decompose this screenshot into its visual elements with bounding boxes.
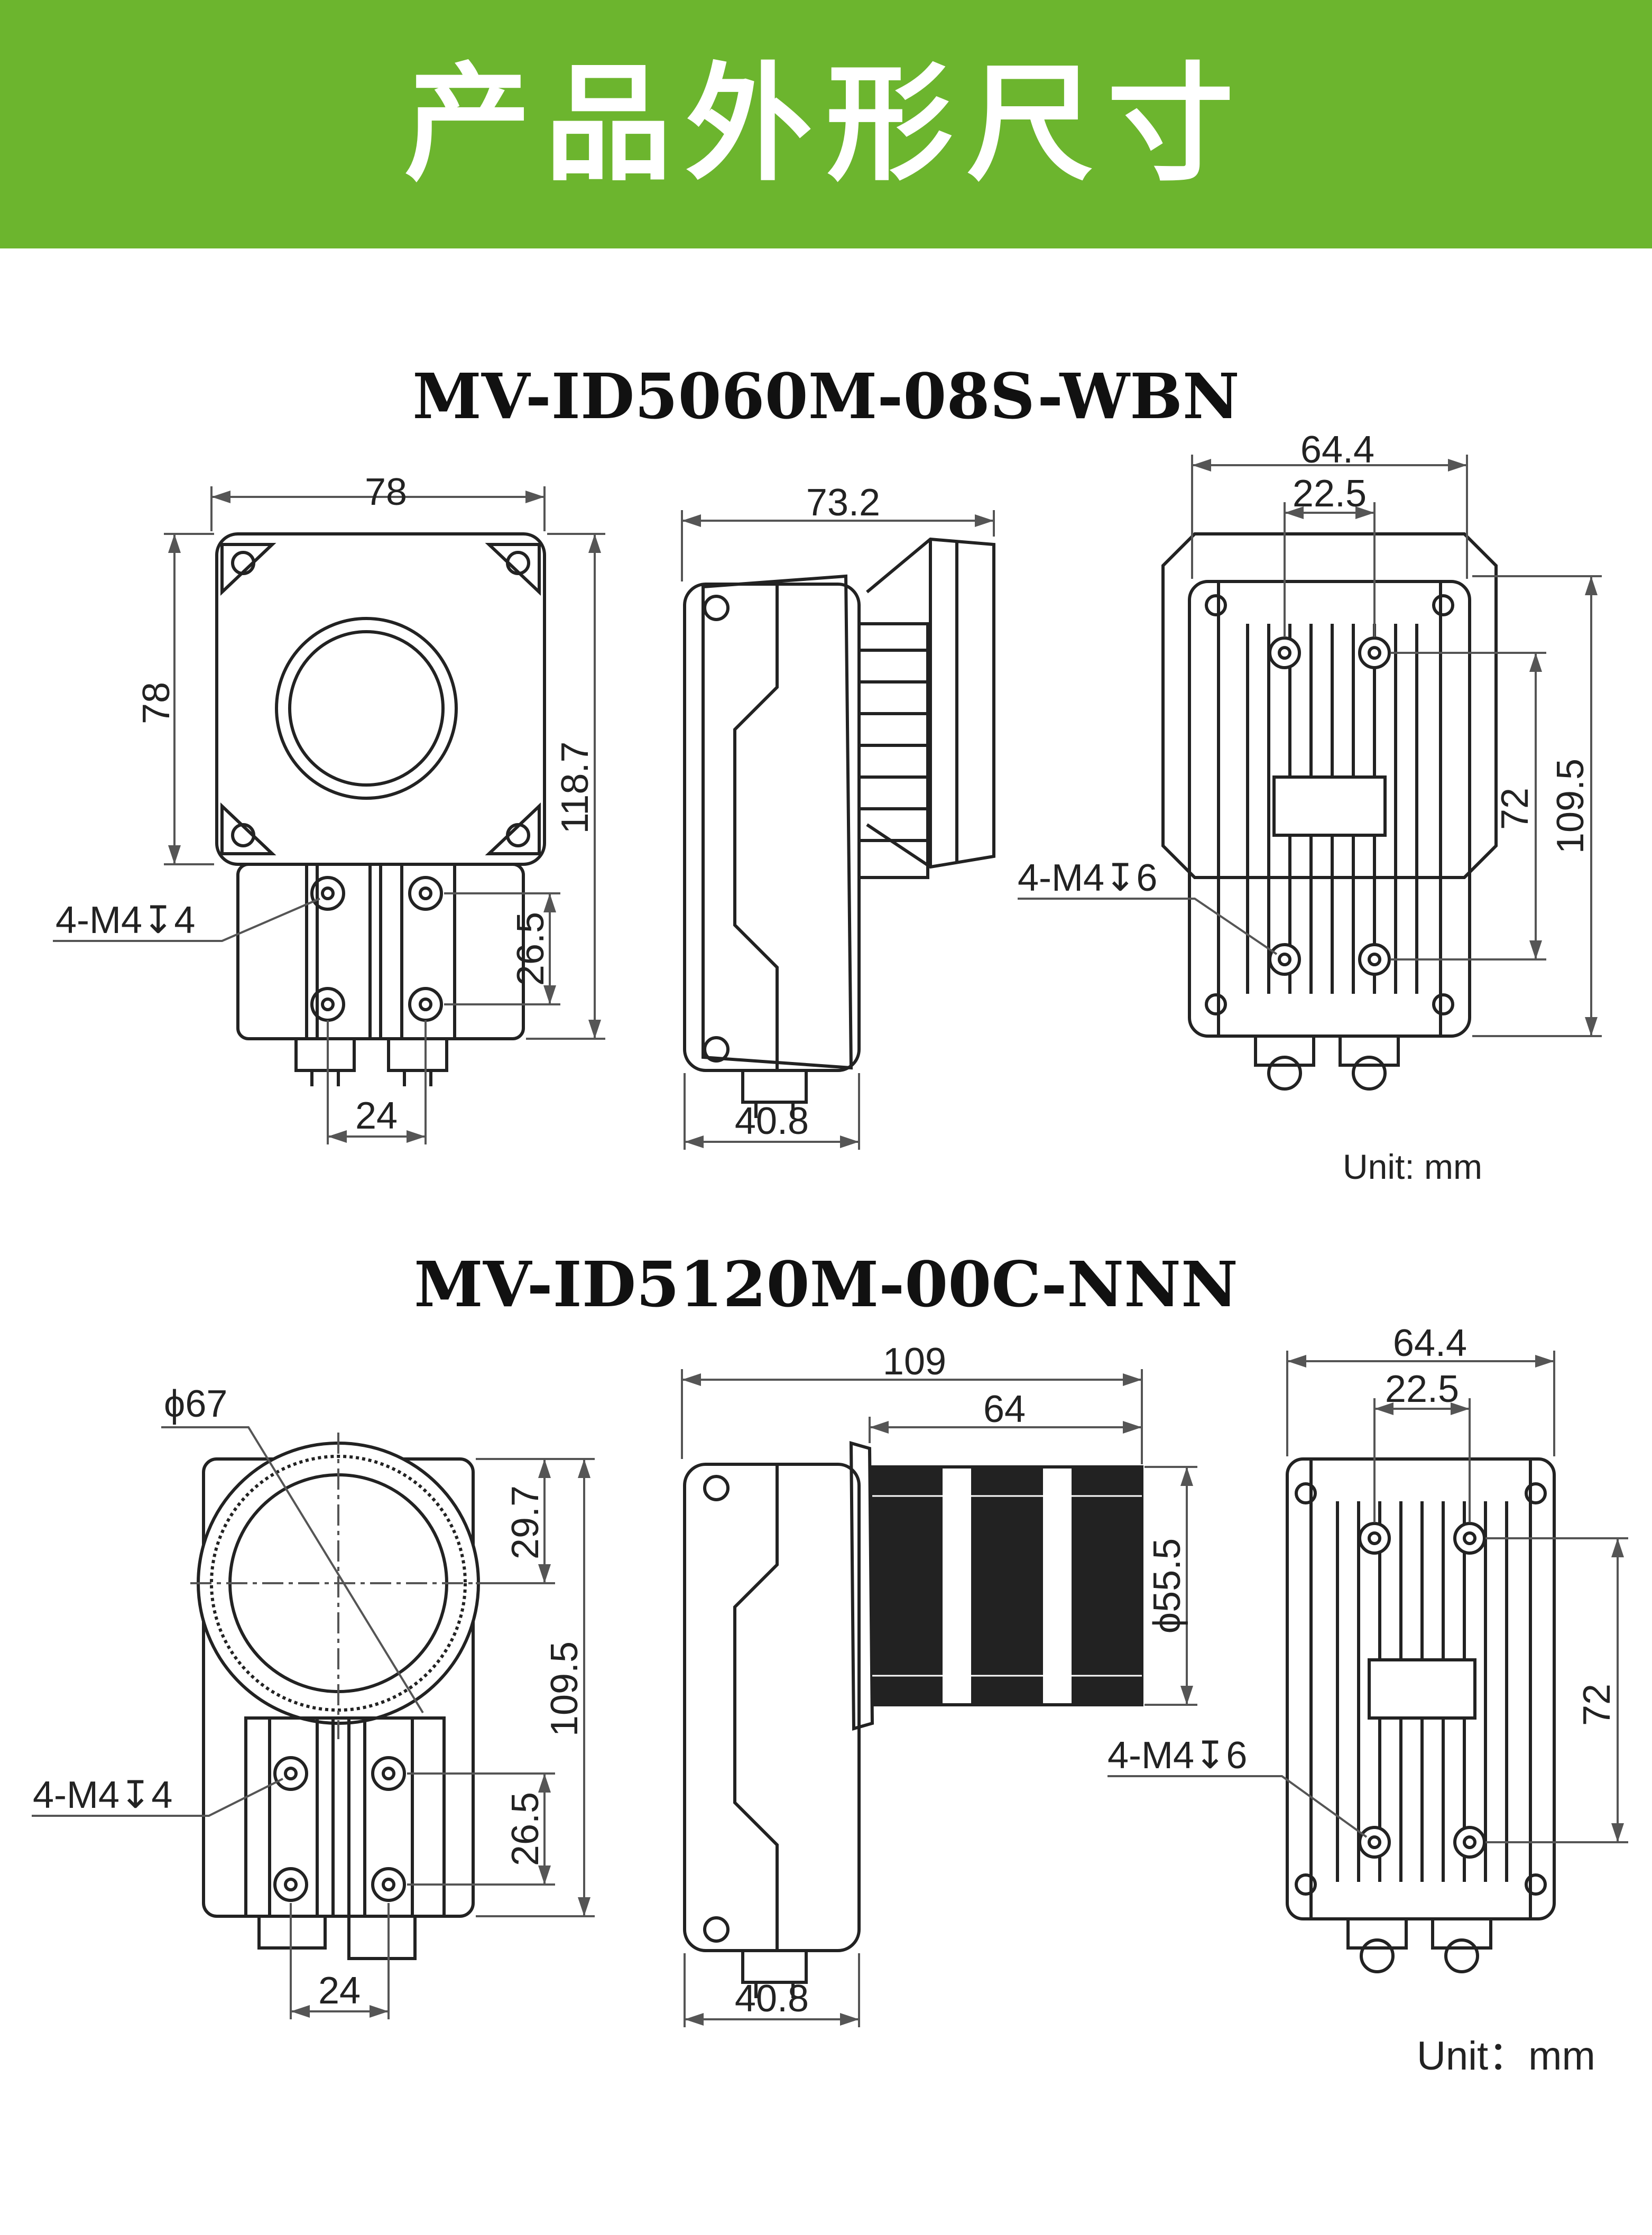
model1-back-view (1161, 532, 1498, 1091)
dim-back-width: 64.4 (1300, 429, 1374, 471)
dim-lens-diameter: ϕ67 (164, 1383, 227, 1425)
dim-thread-front-2: 4-M4↧4 (33, 1774, 172, 1816)
dim-lens-ring-diameter: ϕ55.5 (1146, 1538, 1188, 1633)
dim-front-height: 78 (135, 682, 178, 724)
model1-side-dims (681, 510, 995, 1150)
dim-lens-length: 64 (983, 1388, 1026, 1430)
dim-hole-pitch-h: 24 (355, 1095, 398, 1137)
dim-thread-back-2: 4-M4↧6 (1108, 1734, 1247, 1777)
model2-back-view (1286, 1457, 1556, 1973)
dim-total-height: 118.7 (554, 742, 596, 834)
dim-side-depth: 40.8 (735, 1100, 809, 1142)
dim-back-height: 109.5 (1549, 759, 1592, 854)
model-title-2: MV-ID5120M-00C-NNN (414, 1248, 1238, 1321)
unit-label-2: Unit：mm (1417, 2034, 1595, 2079)
model1-side-view (683, 537, 995, 1118)
dim-back-hole-vertical-2: 72 (1576, 1684, 1618, 1726)
dim-back-width-2: 64.4 (1393, 1322, 1467, 1364)
model1-front-dims (53, 486, 605, 1144)
model-title-1: MV-ID5060M-08S-WBN (412, 359, 1240, 433)
page-title: 产品外形尺寸 (404, 50, 1248, 198)
unit-label-1: Unit: mm (1343, 1147, 1482, 1186)
dim-thread-front: 4-M4↧4 (56, 899, 195, 941)
dim-back-hole-pitch: 22.5 (1293, 473, 1367, 515)
dim-front-width: 78 (365, 471, 407, 513)
dim-back-hole-pitch-2: 22.5 (1385, 1368, 1459, 1410)
dim-hole-pitch-v: 26.5 (510, 912, 552, 986)
dim-side-length-2: 109 (883, 1341, 946, 1383)
model2-side-dims (681, 1369, 1197, 2027)
model1-front-view (215, 532, 546, 1086)
model1-back-dims (1018, 455, 1602, 1037)
model2-back-dims (1108, 1351, 1628, 1843)
dim-hole-pitch-h-2: 24 (318, 1970, 361, 2012)
dim-hole-pitch-v-2: 26.5 (504, 1792, 547, 1866)
dim-side-length: 73.2 (806, 482, 880, 524)
model2-front-view (190, 1433, 486, 1960)
dim-total-height-2: 109.5 (543, 1641, 586, 1737)
dim-back-hole-vertical: 72 (1494, 788, 1536, 830)
dim-lens-offset: 29.7 (504, 1485, 547, 1559)
dim-side-depth-2: 40.8 (735, 1978, 809, 2020)
model2-side-view (683, 1441, 1143, 1998)
dim-thread-back: 4-M4↧6 (1018, 857, 1157, 899)
header-banner (0, 0, 1652, 248)
model2-front-dims (32, 1426, 595, 2019)
